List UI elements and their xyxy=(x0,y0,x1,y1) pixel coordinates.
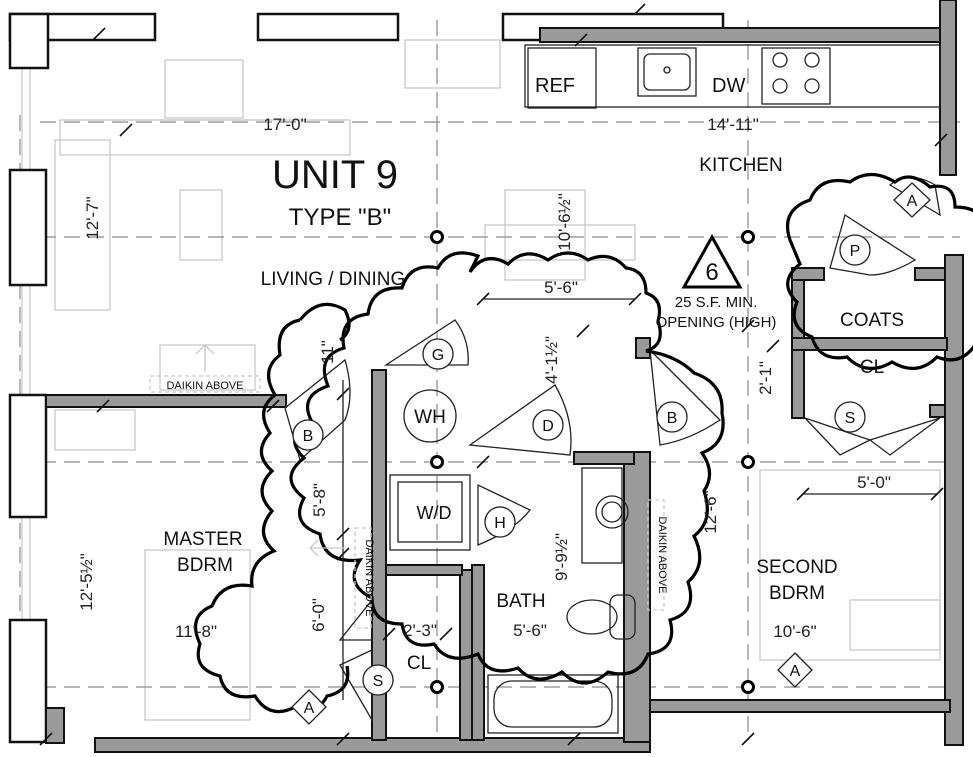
revision-cloud-right xyxy=(785,172,973,370)
dim-dining-depth: 10'-6½" xyxy=(555,193,574,250)
dimension-ticks xyxy=(39,3,948,746)
dim-closet-width: 2'-3" xyxy=(403,621,437,640)
door-tag-a1: A xyxy=(893,182,931,218)
dim-closet-depth-2: 6'-0" xyxy=(309,598,328,632)
ref-label: REF xyxy=(535,75,575,97)
dim-closet-depth: 11" xyxy=(318,340,337,364)
svg-text:D: D xyxy=(542,418,554,435)
bath-fixtures xyxy=(487,467,636,734)
svg-text:B: B xyxy=(667,410,678,427)
revision-note: 6 25 S.F. MIN. OPENING (HIGH) xyxy=(656,233,777,331)
dim-bath-width: 5'-6" xyxy=(513,621,547,640)
structural-columns xyxy=(430,230,755,694)
dim-bath-depth: 9'-9½" xyxy=(552,533,571,581)
exterior-walls xyxy=(8,0,964,753)
opening-note-1: 25 S.F. MIN. xyxy=(675,294,758,311)
daikin-note-3: DAIKIN ABOVE xyxy=(656,516,668,593)
revision-clouds xyxy=(193,172,973,714)
dim-hall-width: 5'-6" xyxy=(544,278,578,297)
door-tag-s2: S xyxy=(834,401,866,433)
room-kitchen: KITCHEN xyxy=(699,155,782,176)
room-closet: CL xyxy=(407,653,431,674)
svg-text:G: G xyxy=(432,347,444,364)
grid-lines xyxy=(19,20,960,740)
interior-walls xyxy=(371,267,948,743)
dim-master-depth: 12'-5½" xyxy=(77,553,96,610)
daikin-note-2: DAIKIN ABOVE xyxy=(363,539,375,616)
kitchen-counter: REF DW xyxy=(524,44,941,109)
room-labels: UNIT 9 TYPE "B" LIVING / DINING KITCHEN … xyxy=(163,153,904,674)
daikin-notes: DAIKIN ABOVE DAIKIN ABOVE DAIKIN ABOVE xyxy=(149,344,668,629)
svg-text:A: A xyxy=(907,193,918,210)
revision-number: 6 xyxy=(705,259,718,286)
room-master: MASTER xyxy=(163,529,242,550)
door-tag-d: D xyxy=(532,409,564,441)
door-tag-h: H xyxy=(484,506,516,538)
svg-text:S: S xyxy=(373,673,384,690)
unit-type: TYPE "B" xyxy=(289,204,391,231)
revision-cloud-left xyxy=(193,302,351,714)
door-tag-s1: S xyxy=(362,664,394,696)
dimension-labels: 17'-0" 14'-11" 12'-7" 10'-6½" 5'-6" 4'-1… xyxy=(77,115,891,641)
svg-text:B: B xyxy=(303,428,314,445)
daikin-note-1: DAIKIN ABOVE xyxy=(166,380,243,392)
wd-label: W/D xyxy=(417,503,452,523)
door-tags: A A A B B D G H xyxy=(291,182,931,725)
dim-hall-depth: 4'-1½" xyxy=(542,336,561,384)
dim-second-hall: 5'-0" xyxy=(857,473,891,492)
dim-second-width: 10'-6" xyxy=(773,622,816,641)
dim-second-depth: 12'-6" xyxy=(701,490,720,533)
dim-kitchen-width: 14'-11" xyxy=(707,115,759,134)
room-bath: BATH xyxy=(496,591,545,612)
revision-triangle xyxy=(681,233,743,289)
room-living-dining: LIVING / DINING xyxy=(261,269,406,290)
room-closet-2: CL xyxy=(860,357,884,378)
revision-cloud-main xyxy=(289,251,725,685)
room-second-line2: BDRM xyxy=(769,583,825,604)
door-tag-g: G xyxy=(422,338,454,370)
opening-note-2: OPENING (HIGH) xyxy=(656,314,777,331)
room-master-line2: BDRM xyxy=(177,555,233,576)
dim-master-width: 11'-8" xyxy=(175,622,217,641)
unit-title: UNIT 9 xyxy=(272,153,398,197)
dim-coats-depth: 2'-1" xyxy=(756,361,775,395)
door-tag-a2: A xyxy=(291,689,327,725)
door-tag-a3: A xyxy=(777,652,813,688)
svg-text:A: A xyxy=(790,663,801,680)
door-tag-b2: B xyxy=(656,401,688,433)
svg-text:P: P xyxy=(850,243,861,260)
furniture-layer xyxy=(21,39,941,740)
room-coats: COATS xyxy=(840,310,904,331)
dim-living-depth: 12'-7" xyxy=(83,196,102,239)
wh-label: WH xyxy=(414,407,446,428)
dw-label: DW xyxy=(712,75,745,97)
dim-living-width: 17'-0" xyxy=(263,115,306,134)
door-tag-b1: B xyxy=(292,419,324,451)
dim-master-hall: 5'-8" xyxy=(310,483,329,517)
svg-text:H: H xyxy=(494,515,506,532)
door-tag-p: P xyxy=(839,234,871,266)
svg-text:S: S xyxy=(845,410,856,427)
room-second: SECOND xyxy=(756,557,837,578)
utility-closet: WH W/D xyxy=(389,389,471,551)
svg-text:A: A xyxy=(304,700,315,717)
